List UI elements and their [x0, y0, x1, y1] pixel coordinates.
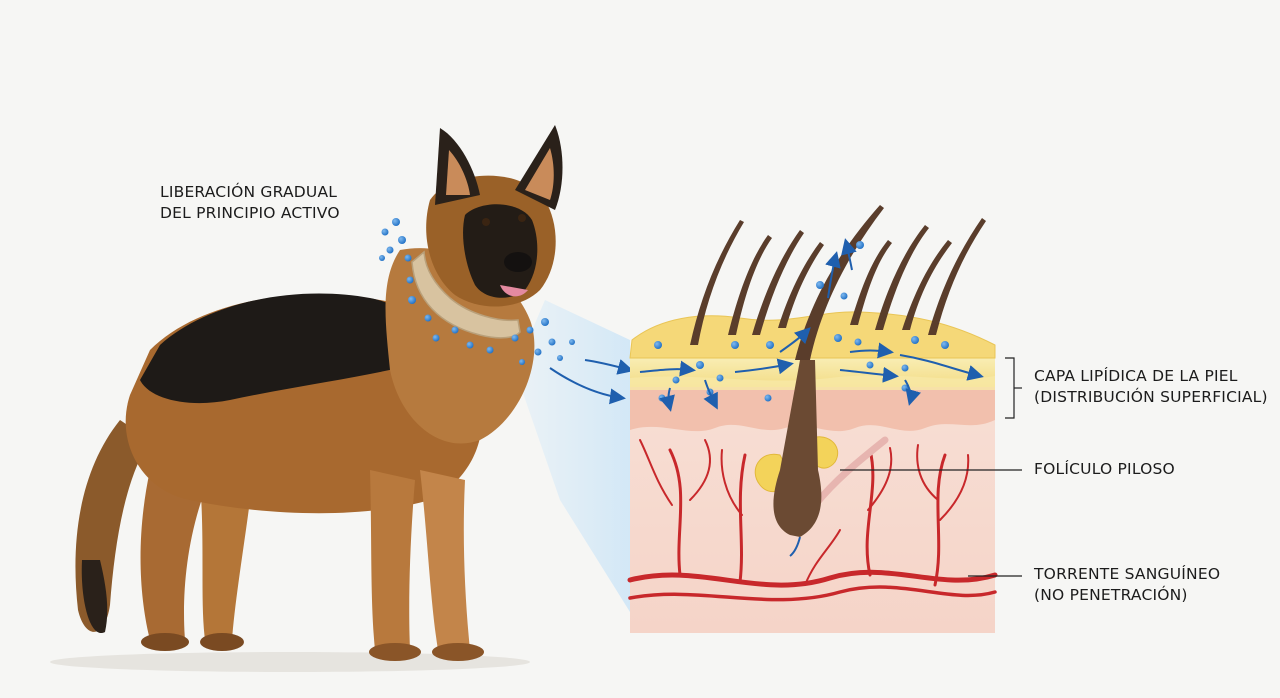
droplet-icon [557, 355, 563, 361]
droplet-icon [408, 296, 416, 304]
droplet-icon [901, 364, 909, 372]
droplet-icon [569, 339, 575, 345]
label-blood-line2: (NO PENETRACIÓN) [1034, 586, 1188, 604]
label-release-line2: DEL PRINCIPIO ACTIVO [160, 204, 340, 222]
label-follicle-line1: FOLÍCULO PILOSO [1034, 460, 1175, 478]
dog-illustration [50, 125, 563, 672]
droplet-icon [658, 394, 666, 402]
droplet-icon [404, 254, 412, 262]
droplet-icon [398, 236, 406, 244]
hair-follicle-icon [773, 205, 884, 557]
droplet-icon [766, 341, 774, 349]
arrow-icon [779, 327, 811, 353]
droplet-icon [379, 255, 385, 261]
droplet-icon [731, 341, 739, 349]
droplet-icon [696, 361, 704, 369]
arrow-icon [849, 342, 894, 359]
leader-lines [840, 357, 1022, 577]
hair-icon [690, 218, 986, 345]
droplet-icon [432, 334, 440, 342]
label-release-line1: LIBERACIÓN GRADUAL [160, 183, 338, 201]
label-blood-line1: TORRENTE SANGUÍNEO [1034, 565, 1221, 583]
label-lipid-layer: CAPA LIPÍDICA DE LA PIEL (DISTRIBUCIÓN S… [1034, 366, 1268, 408]
droplet-icon [856, 241, 864, 249]
blood-vessel-icon [627, 439, 998, 602]
zoom-projection [515, 300, 630, 612]
droplet-icon [941, 341, 949, 349]
droplet-icon [486, 346, 494, 354]
arrow-icon [639, 360, 696, 377]
arrow-icon [584, 359, 634, 375]
droplet-icon [541, 318, 549, 326]
droplet-icon [548, 338, 556, 346]
droplet-icon [519, 359, 525, 365]
arrow-icon [549, 367, 626, 405]
flow-arrows [549, 359, 634, 405]
droplet-icon [381, 228, 389, 236]
droplet-icon [834, 334, 842, 342]
arrow-icon [825, 251, 841, 299]
arrow-icon [841, 238, 857, 271]
droplets-release [379, 218, 575, 365]
arrow-icon [904, 379, 921, 406]
droplet-icon [466, 341, 474, 349]
droplet-icon [840, 292, 848, 300]
label-blood: TORRENTE SANGUÍNEO (NO PENETRACIÓN) [1034, 564, 1220, 606]
collar-icon [411, 250, 521, 339]
droplet-icon [816, 281, 824, 289]
droplet-icon [424, 314, 432, 322]
droplet-icon [406, 276, 414, 284]
droplet-icon [764, 394, 772, 402]
droplet-icon [716, 374, 724, 382]
droplet-icon [392, 218, 400, 226]
label-lipid-line1: CAPA LIPÍDICA DE LA PIEL [1034, 367, 1238, 385]
droplet-icon [511, 334, 519, 342]
arrow-icon [659, 387, 675, 412]
arrow-icon [839, 366, 899, 383]
droplet-icon [672, 376, 680, 384]
distribution-arrows [639, 238, 984, 412]
label-release: LIBERACIÓN GRADUAL DEL PRINCIPIO ACTIVO [160, 182, 340, 224]
droplet-icon [386, 246, 394, 254]
label-follicle: FOLÍCULO PILOSO [1034, 459, 1175, 480]
droplet-icon [526, 326, 534, 334]
arrow-icon [734, 358, 794, 375]
droplet-icon [911, 336, 919, 344]
droplet-icon [534, 348, 542, 356]
droplet-icon [854, 338, 862, 346]
droplet-icon [866, 361, 874, 369]
arrow-icon [899, 354, 984, 381]
label-lipid-line2: (DISTRIBUCIÓN SUPERFICIAL) [1034, 388, 1268, 406]
arrow-icon [703, 379, 718, 410]
droplet-icon [451, 326, 459, 334]
droplet-icon [654, 341, 662, 349]
